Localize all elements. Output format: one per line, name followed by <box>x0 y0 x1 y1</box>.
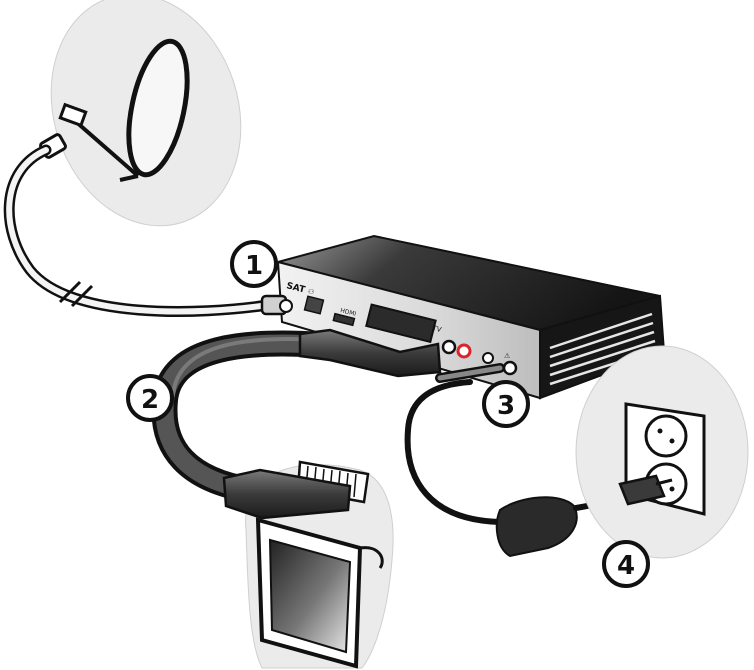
mains-plug <box>618 474 666 506</box>
sat-port <box>260 294 293 316</box>
sat-port-label: SAT <box>285 281 307 295</box>
scart-plug-box <box>298 328 442 378</box>
network-icon: ⚇ <box>308 288 314 296</box>
dish-arm <box>72 118 140 178</box>
callout-circle <box>126 374 174 422</box>
cable-break-mark <box>58 280 94 308</box>
hdmi-port-label: HDMI <box>340 307 358 318</box>
dish-reflector <box>126 38 190 178</box>
socket-outlet-top <box>644 414 688 458</box>
warning-icon: ⚠ <box>504 352 511 360</box>
callout-4: 4 <box>602 540 650 588</box>
callout-circle <box>230 240 278 288</box>
scart-plug-body <box>298 328 442 378</box>
callout-number: 2 <box>141 385 159 415</box>
tv-screen <box>268 538 352 654</box>
callout-circle <box>602 540 650 588</box>
scart-port <box>365 303 437 344</box>
wall-socket-inset <box>575 345 749 559</box>
tv-port-label: TV <box>431 324 443 334</box>
optical-port <box>482 352 494 364</box>
power-adapter <box>495 496 578 558</box>
callout-number: 3 <box>497 391 515 421</box>
hdmi-port <box>332 312 356 327</box>
coax-cable <box>6 147 271 315</box>
callout-3: 3 <box>482 380 530 428</box>
callout-1: 1 <box>230 240 278 288</box>
callout-number: 4 <box>617 551 635 581</box>
rca-jack-white <box>441 339 457 355</box>
rca-jack-red <box>456 343 472 359</box>
scart-plug-tv-body <box>222 468 352 520</box>
scart-plug-tv <box>222 468 352 520</box>
ethernet-port <box>303 295 325 315</box>
receiver-box: SAT HDMI TV ⚇ ⚠ <box>260 234 666 400</box>
callout-2: 2 <box>126 374 174 422</box>
power-port <box>502 360 518 376</box>
box-vent-slots <box>549 312 657 386</box>
lnb-head <box>58 102 88 128</box>
callout-number: 1 <box>245 251 263 281</box>
power-cable-wire <box>404 379 503 525</box>
satellite-dish-inset <box>39 0 242 227</box>
power-cable <box>404 363 631 558</box>
callout-circle <box>482 380 530 428</box>
